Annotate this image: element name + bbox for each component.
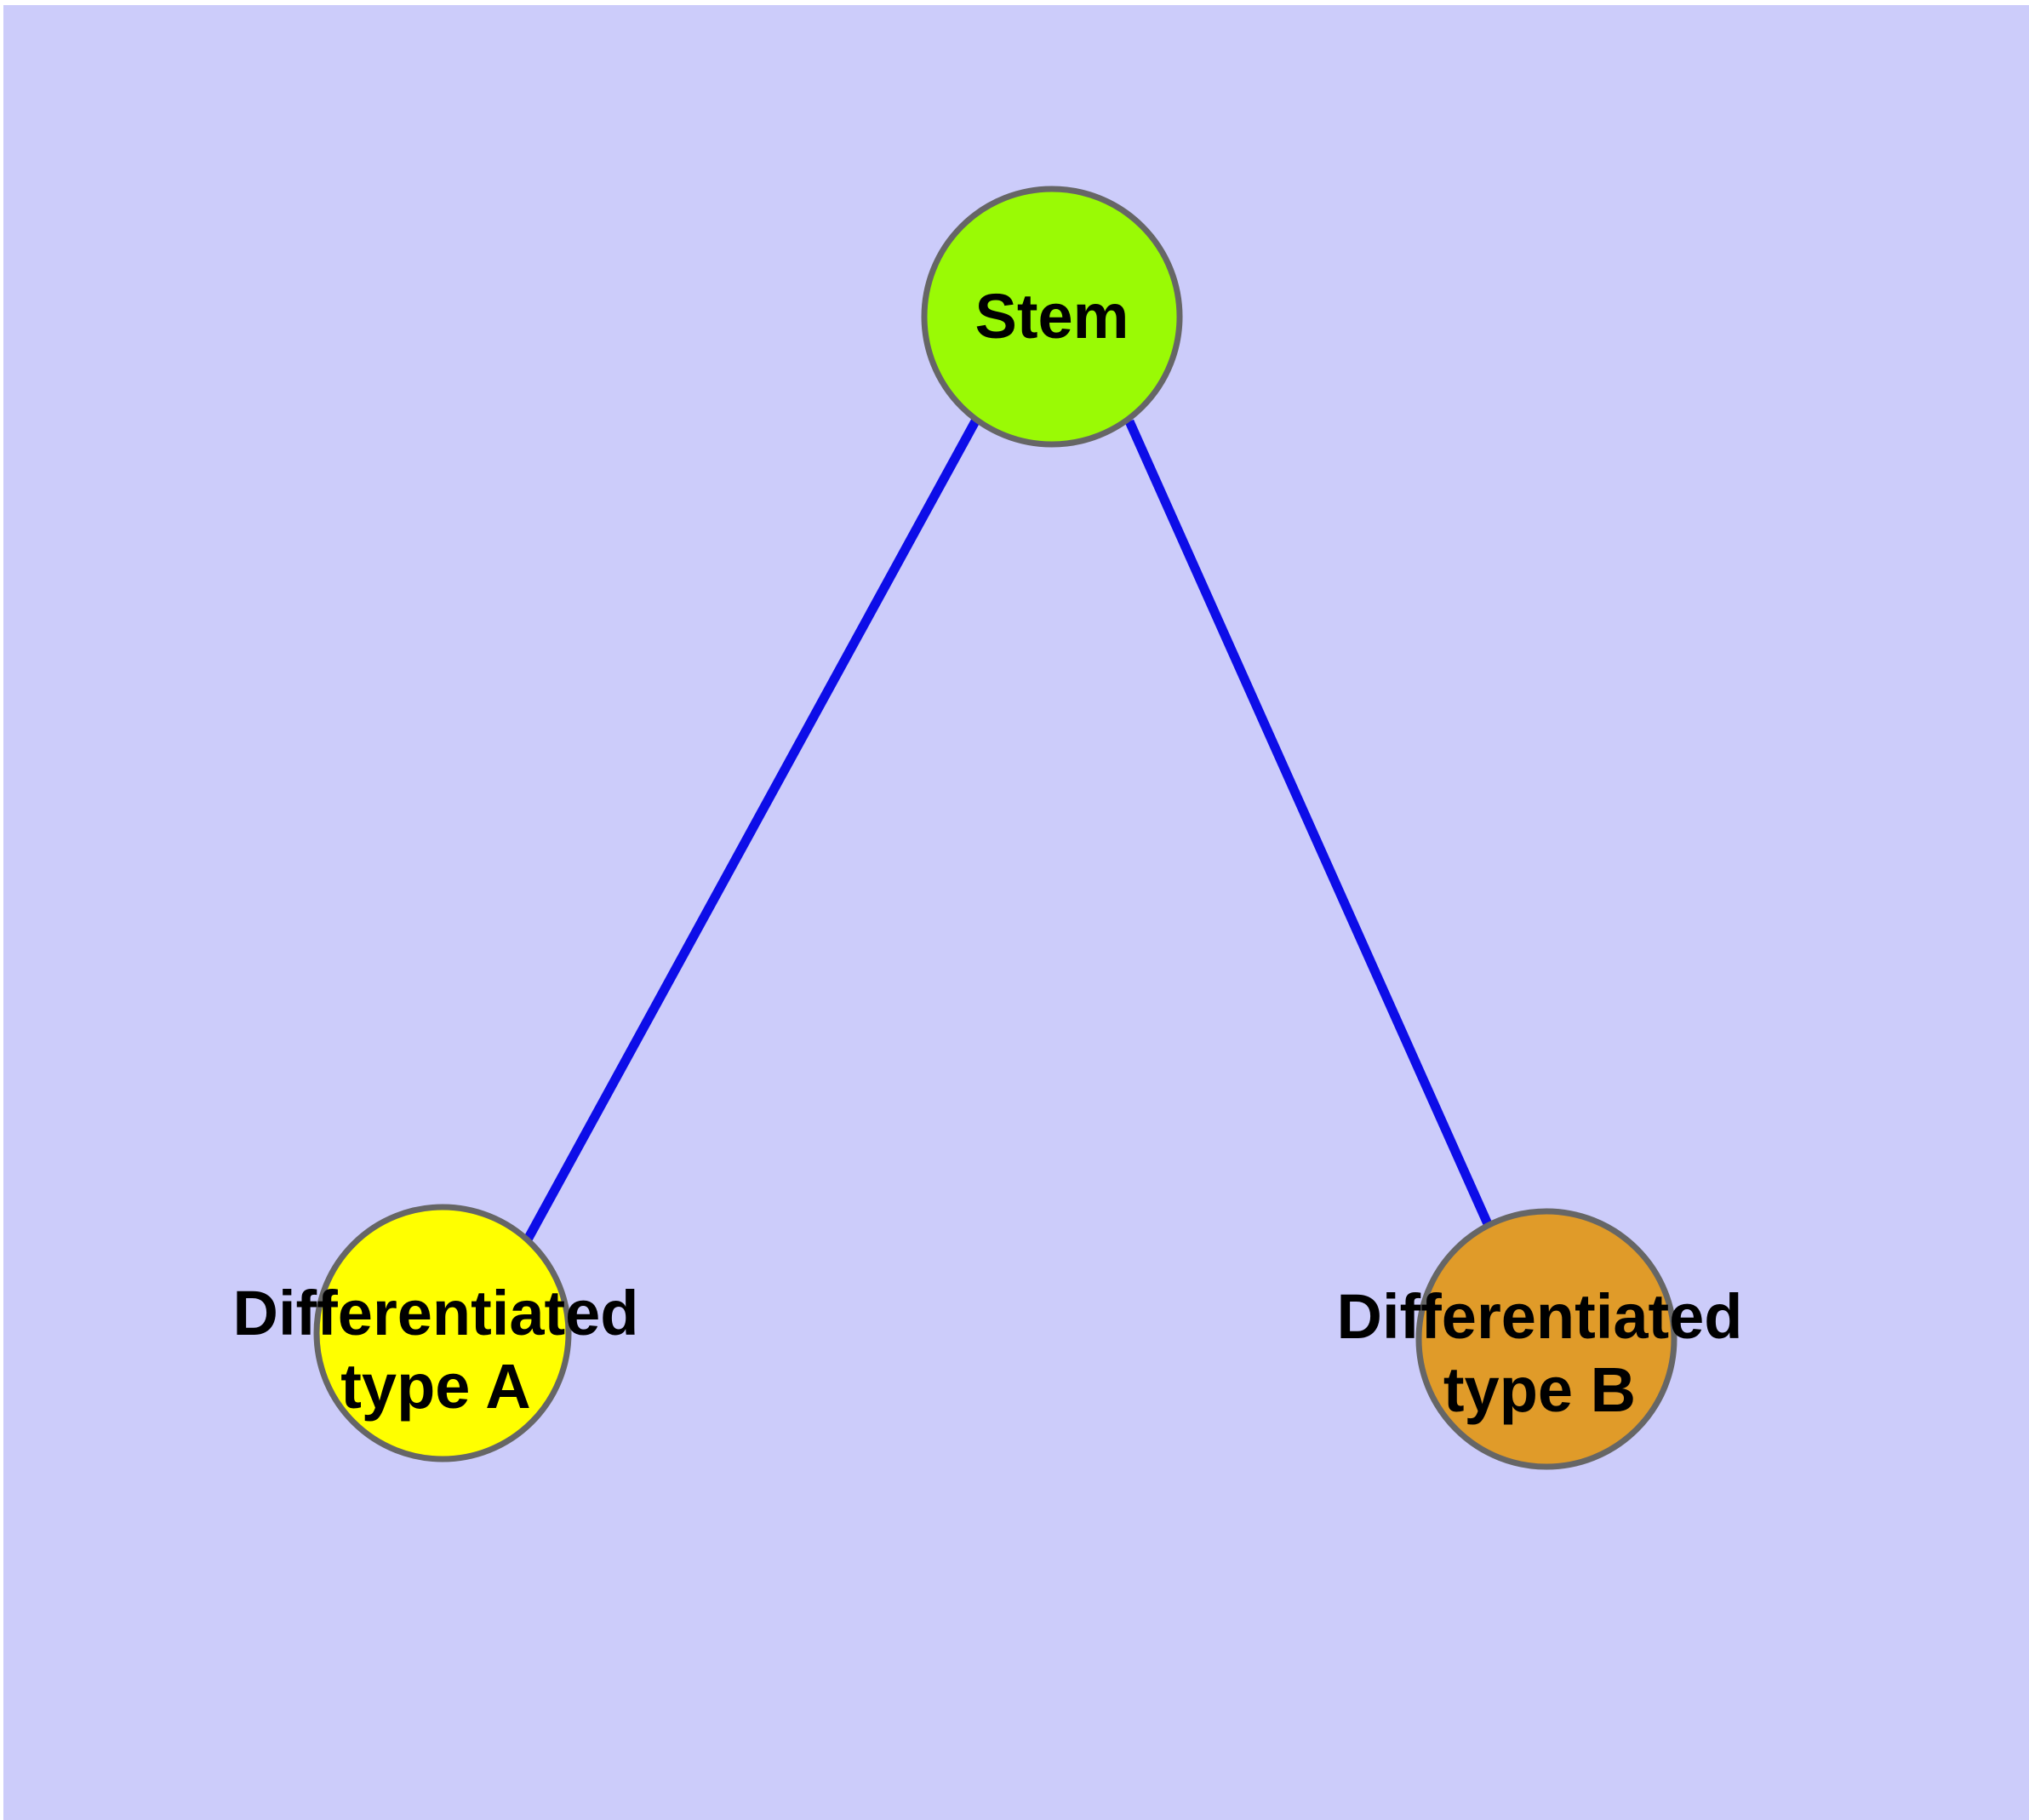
- node-differentiated-type-a[interactable]: [313, 1204, 572, 1462]
- node-stem[interactable]: [921, 186, 1183, 448]
- node-differentiated-type-b[interactable]: [1415, 1208, 1677, 1470]
- edge-stem-to-diff-a: [523, 417, 980, 1242]
- edge-stem-to-diff-b: [1124, 419, 1494, 1228]
